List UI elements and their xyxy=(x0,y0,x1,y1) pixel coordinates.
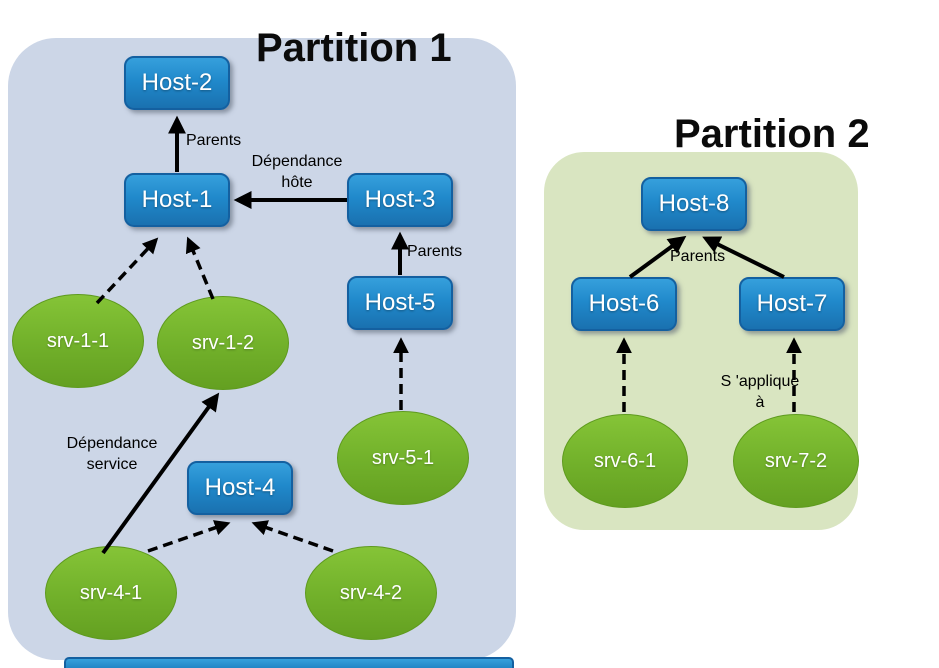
partition-1-title: Partition 1 xyxy=(256,26,452,70)
label-dependance-hote: Dépendance hôte xyxy=(251,153,343,191)
node-host-6: Host-6 xyxy=(571,277,677,331)
node-srv-4-2: srv-4-2 xyxy=(305,546,437,640)
node-srv-6-1: srv-6-1 xyxy=(562,414,688,508)
node-srv-7-2: srv-7-2 xyxy=(733,414,859,508)
node-host-5: Host-5 xyxy=(347,276,453,330)
node-host-7: Host-7 xyxy=(739,277,845,331)
node-host-2: Host-2 xyxy=(124,56,230,110)
label-parents-host1-host2: Parents xyxy=(186,132,242,149)
node-host-1: Host-1 xyxy=(124,173,230,227)
node-host-8: Host-8 xyxy=(641,177,747,231)
node-srv-1-2: srv-1-2 xyxy=(157,296,289,390)
node-srv-1-1: srv-1-1 xyxy=(12,294,144,388)
node-host-3: Host-3 xyxy=(347,173,453,227)
label-sapplique-a: S 'applique à xyxy=(720,373,800,411)
label-parents-partition2: Parents xyxy=(670,248,726,265)
partition-2-title: Partition 2 xyxy=(674,112,870,156)
label-parents-host5-host3: Parents xyxy=(407,243,463,260)
node-srv-4-1: srv-4-1 xyxy=(45,546,177,640)
label-dependance-service: Dépendance service xyxy=(66,435,158,473)
node-host-4: Host-4 xyxy=(187,461,293,515)
node-srv-5-1: srv-5-1 xyxy=(337,411,469,505)
cropped-blue-box xyxy=(64,657,514,668)
